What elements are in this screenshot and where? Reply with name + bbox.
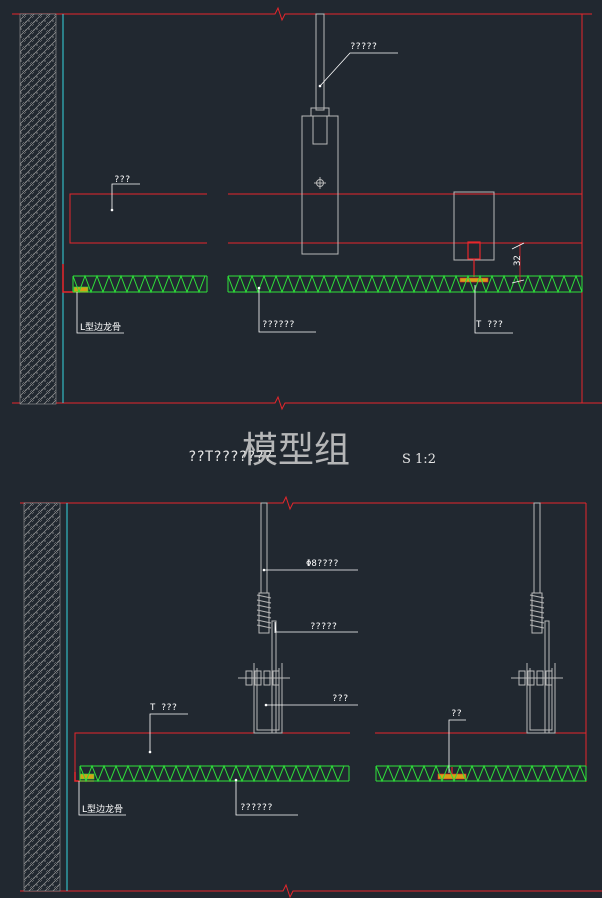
label-clip: ?? [451,709,462,719]
top-frame [12,6,602,411]
hanger-right [511,502,563,734]
dimension-text: 32 [513,255,523,266]
hanger-left [238,502,290,734]
label-hanger-rod: ????? [350,42,377,52]
label-t-keel-bottom: T ??? [150,703,177,713]
main-runner [69,193,582,244]
label-rod: Φ8???? [306,559,339,569]
panel-left-top [72,274,208,294]
top-section: 32 ????? ??? L型边龙骨 ?????? T ??? [12,6,602,411]
bottom-leaders [78,569,466,816]
wall-hatch [19,13,57,405]
label-panel: ?????? [262,320,295,330]
label-main-runner: ??? [114,175,130,185]
label-l-edge-keel: L型边龙骨 [80,321,121,333]
top-bottom-break-line [12,395,602,411]
label-t-keel: T ??? [476,320,503,330]
bottom-bottom-break-line [20,883,602,898]
dimension-line [511,242,525,284]
section-title: ??T??????? [188,449,272,465]
watermark: 模型组 [242,430,350,471]
top-leaders [76,52,513,334]
hanger-assemblies-bottom [238,502,563,734]
t-keel-box [453,191,495,283]
ceiling-panels-bottom [79,764,587,783]
bottom-top-break-line [20,495,586,511]
bottom-leader-dots [148,568,268,782]
scale-label: S 1:2 [402,452,436,467]
label-hanger: ????? [310,622,337,632]
ceiling-panels-top [72,274,583,294]
bottom-section: Φ8???? ????? ??? T ??? ?? L型边龙骨 ?????? [20,495,602,898]
top-break-line [12,6,592,22]
wall-hatch-bottom [23,502,61,892]
label-channel: ??? [332,694,348,704]
panel-right-top [227,274,583,294]
hanger-assembly [301,13,339,255]
label-panel-bottom: ?????? [240,803,273,813]
panel-right-bottom [375,764,587,783]
label-l-edge-keel-bottom: L型边龙骨 [82,803,123,815]
bottom-frame [20,495,602,898]
top-leader-dots [110,84,322,290]
panel-left-bottom [79,764,350,783]
